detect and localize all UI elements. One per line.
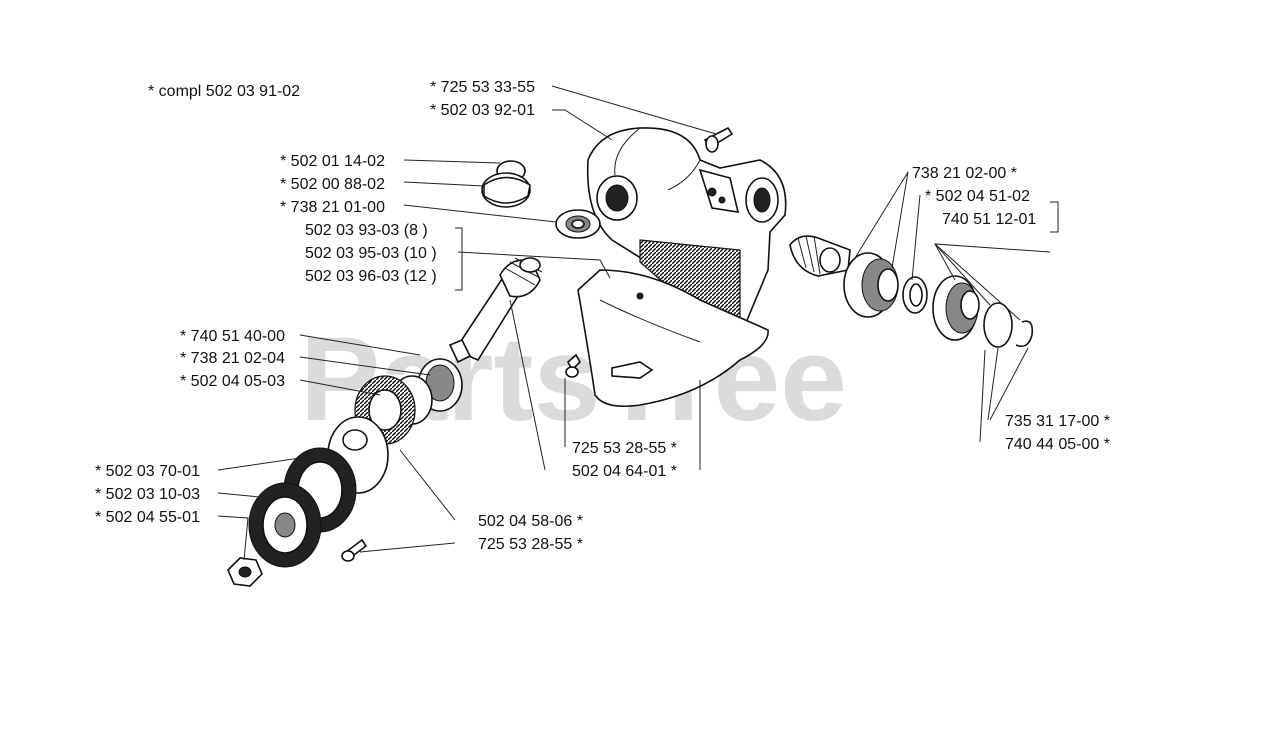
cap-parts [481,160,531,208]
washer-735311700 [983,302,1013,348]
bearing-738210200 [843,252,899,318]
label-compl: * compl 502 03 91-02 [148,83,300,100]
label-502039201: * 502 03 92-01 [430,102,535,119]
label-502039603: 502 03 96-03 (12 ) [305,268,437,285]
leader-lines [217,85,1059,561]
label-725533355: * 725 53 33-55 [430,79,535,96]
label-738210200: 738 21 02-00 * [912,165,1017,182]
circlip-740440500 [1015,320,1034,348]
thrust-plates [248,447,357,568]
label-502011402: * 502 01 14-02 [280,153,385,170]
label-502040503: * 502 04 05-03 [180,373,285,390]
label-502031003: * 502 03 10-03 [95,486,200,503]
ring-502045102 [902,276,928,314]
label-740514000: * 740 51 40-00 [180,328,285,345]
label-502045501: * 502 04 55-01 [95,509,200,526]
label-725532855-a: 725 53 28-55 * [572,440,677,457]
label-735311700: 735 31 17-00 * [1005,413,1110,430]
lower-nut [227,557,263,587]
pinion-shaft [448,257,543,364]
label-725532855-b: 725 53 28-55 * [478,536,583,553]
bearing-740511201 [932,275,980,341]
top-screw [703,126,734,153]
label-502039303: 502 03 93-03 (8 ) [305,222,428,239]
small-screws [341,353,581,562]
label-738210204: * 738 21 02-04 [180,350,285,367]
label-502037001: * 502 03 70-01 [95,463,200,480]
label-502045102: * 502 04 51-02 [925,188,1030,205]
guard-plate [577,269,769,408]
gear-housing [586,127,787,331]
label-502045806: 502 04 58-06 * [478,513,583,530]
label-502046401: 502 04 64-01 * [572,463,677,480]
bevel-gear [789,235,851,277]
label-738210100: * 738 21 01-00 [280,199,385,216]
bearing-738210100 [555,209,601,239]
label-740511201: 740 51 12-01 [942,211,1036,228]
label-740440500: 740 44 05-00 * [1005,436,1110,453]
label-502008802: * 502 00 88-02 [280,176,385,193]
part-labels: * compl 502 03 91-02 * 725 53 33-55 * 50… [95,79,1110,553]
label-502039503: 502 03 95-03 (10 ) [305,245,437,262]
